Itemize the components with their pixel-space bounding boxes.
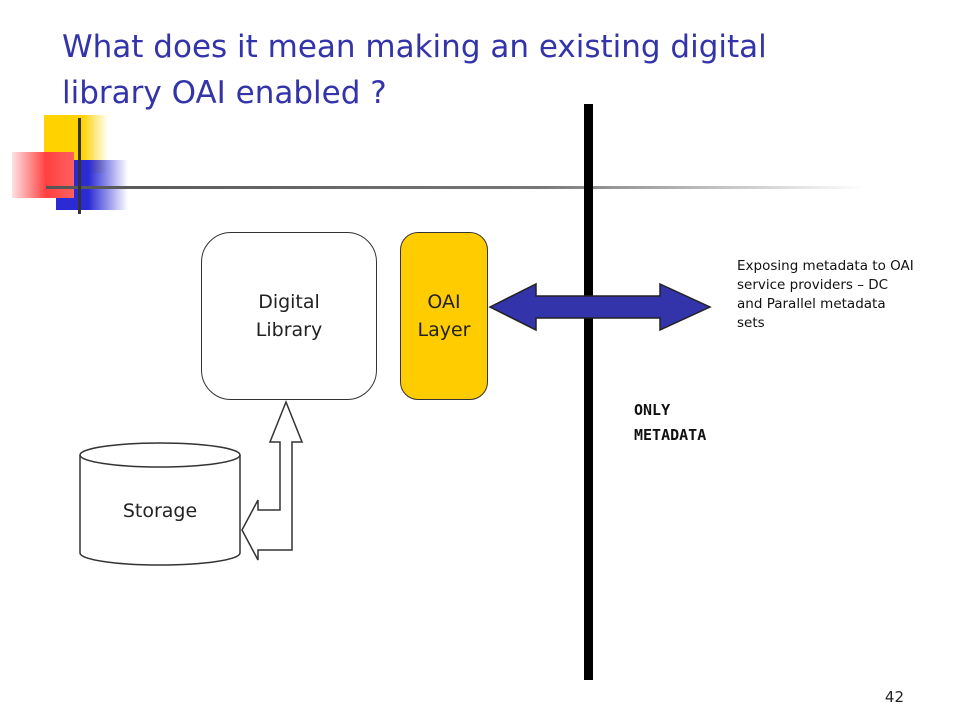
digital-library-label-line-2: Library (255, 319, 323, 341)
boundary-divider-line (584, 104, 593, 680)
storage-cylinder-body (79, 455, 241, 566)
exposing-metadata-note: Exposing metadata to OAI service provide… (737, 258, 914, 331)
oai-layer-label-line-1: OAI (427, 291, 461, 313)
only-metadata-line-2: METADATA (634, 426, 707, 444)
decorative-red-square (12, 152, 74, 198)
decorative-vertical-rule (78, 118, 81, 214)
digital-library-label-line-1: Digital (258, 291, 320, 313)
storage-cylinder (79, 442, 241, 566)
oai-layer-label-line-2: Layer (417, 319, 471, 341)
storage-cylinder-top (79, 442, 241, 468)
decorative-horizontal-rule (46, 186, 866, 189)
slide-title: What does it mean making an existing dig… (62, 24, 922, 116)
page-number: 42 (884, 688, 904, 706)
storage-to-library-arrow (241, 399, 304, 561)
only-metadata-line-1: ONLY (634, 401, 671, 419)
slide-title-line-1: What does it mean making an existing dig… (62, 29, 767, 65)
digital-library-box: Digital Library (201, 232, 377, 400)
oai-layer-box: OAI Layer (400, 232, 488, 400)
exposing-double-arrow (488, 282, 712, 332)
slide-title-line-2: library OAI enabled ? (62, 75, 387, 111)
only-metadata-label: ONLY METADATA (634, 398, 794, 448)
storage-label: Storage (122, 500, 198, 522)
